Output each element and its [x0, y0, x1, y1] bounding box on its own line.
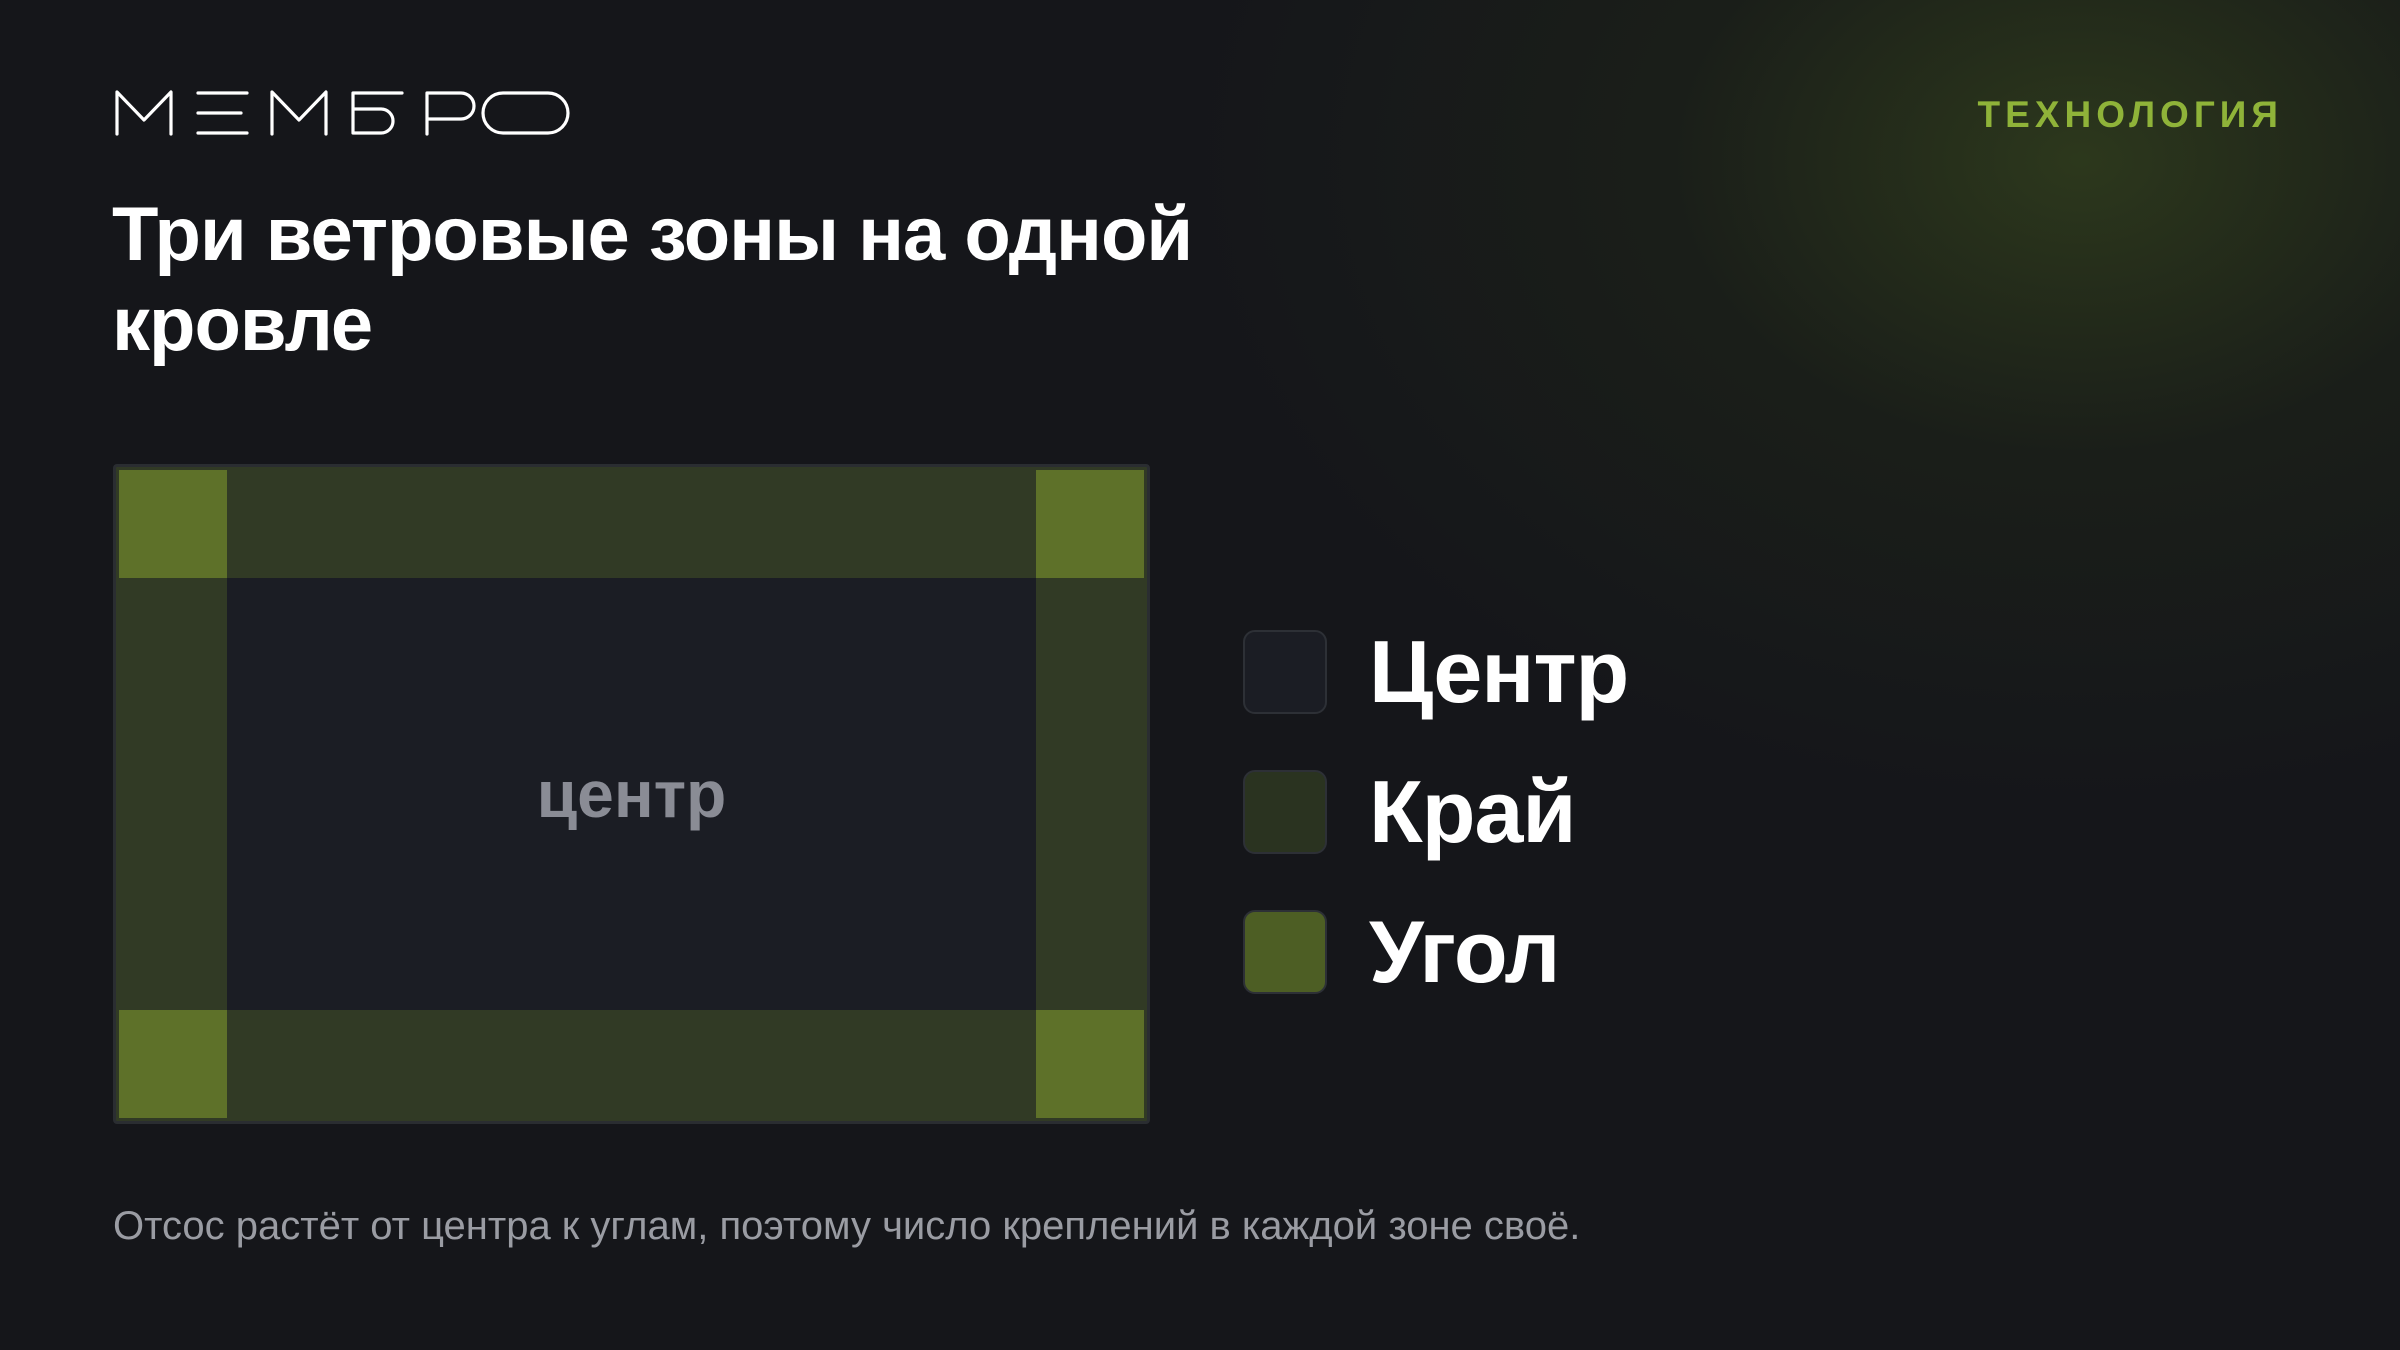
legend-item-corner: Угол [1243, 882, 1560, 1022]
footer-caption: Отсос растёт от центра к углам, поэтому … [113, 1204, 1581, 1248]
roof-center-label: центр [536, 757, 727, 831]
roof-corner-zone [1036, 470, 1144, 578]
legend-label: Угол [1369, 902, 1560, 1001]
legend-swatch [1243, 770, 1327, 854]
roof-center-zone: центр [227, 578, 1036, 1010]
roof-corner-zone [119, 1010, 227, 1118]
legend-item-edge: Край [1243, 742, 1577, 882]
legend-swatch [1243, 630, 1327, 714]
roof-corner-zone [119, 470, 227, 578]
brand-logo [115, 90, 570, 136]
legend-label: Центр [1369, 622, 1629, 721]
legend-swatch [1243, 910, 1327, 994]
legend-label: Край [1369, 762, 1577, 861]
section-tag: ТЕХНОЛОГИЯ [1977, 94, 2283, 135]
page-title: Три ветровые зоны на одной кровле [112, 192, 1193, 367]
roof-zone-diagram: центр [113, 464, 1150, 1124]
legend-item-center: Центр [1243, 602, 1629, 742]
roof-corner-zone [1036, 1010, 1144, 1118]
